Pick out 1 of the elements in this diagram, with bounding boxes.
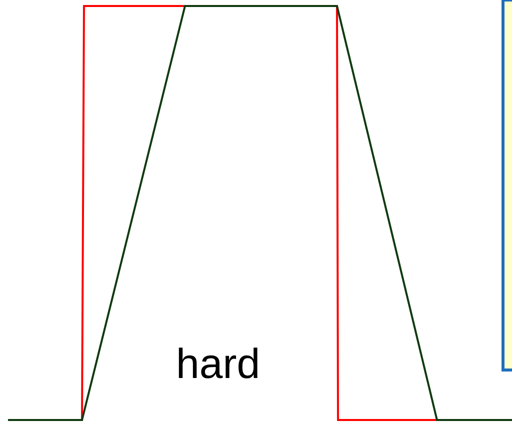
waveform-label: hard: [176, 340, 260, 388]
